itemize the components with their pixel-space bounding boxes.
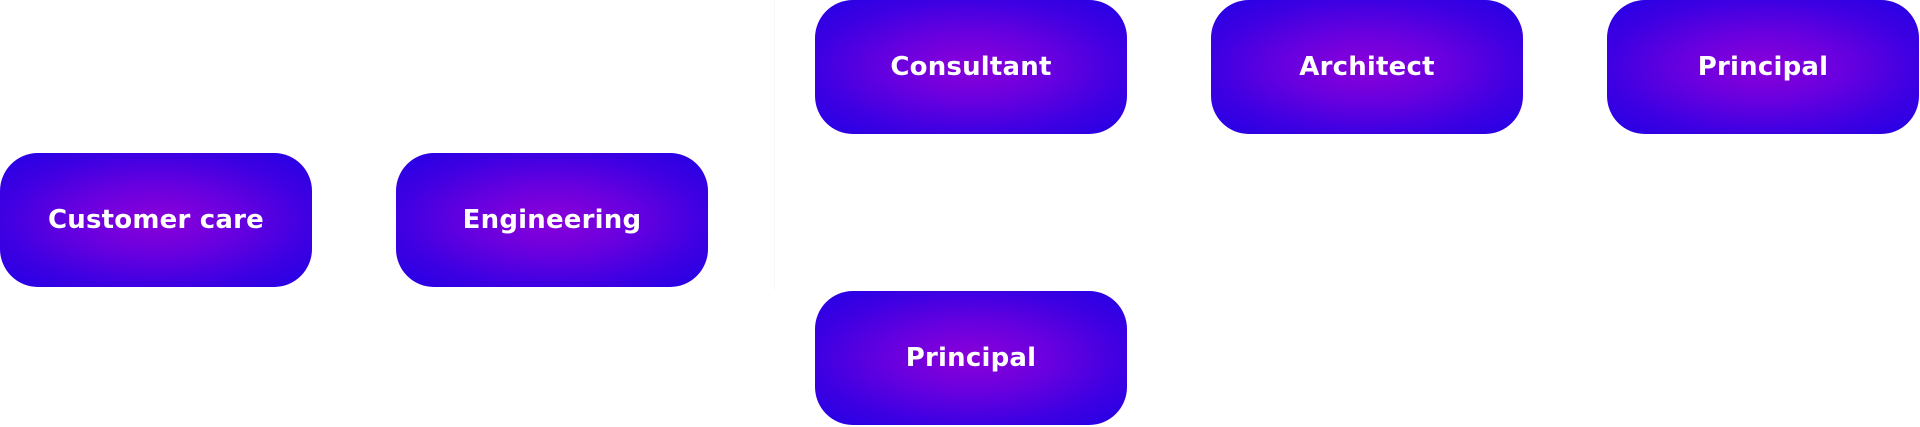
node-label: Architect: [1299, 52, 1435, 82]
divider-line: [774, 0, 775, 290]
node-engineering[interactable]: Engineering: [396, 153, 708, 287]
node-consultant[interactable]: Consultant: [815, 0, 1127, 134]
node-label: Principal: [1697, 52, 1829, 82]
node-label: Customer care: [48, 205, 264, 235]
node-label: Principal: [905, 343, 1037, 373]
node-label: Consultant: [890, 52, 1052, 82]
node-customer-care[interactable]: Customer care: [0, 153, 312, 287]
node-principal-bottom[interactable]: Principal: [815, 291, 1127, 425]
node-architect[interactable]: Architect: [1211, 0, 1523, 134]
node-principal-top[interactable]: Principal: [1607, 0, 1919, 134]
node-label: Engineering: [462, 205, 642, 235]
